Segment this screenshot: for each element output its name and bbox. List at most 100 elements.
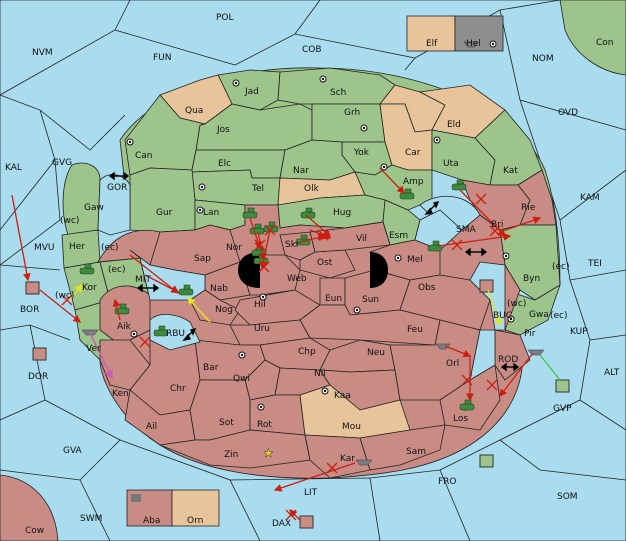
label-ovd: OVD — [558, 108, 578, 118]
label-kal: KAL — [5, 163, 22, 173]
region-sam[interactable] — [359, 424, 446, 471]
label-hil: Hil — [254, 300, 266, 310]
label-lit: LIT — [304, 488, 318, 498]
label-her: Her — [69, 242, 85, 252]
label-ec4: (ec) — [550, 311, 568, 321]
label-wc1: (wc) — [60, 216, 79, 226]
label-nab: Nab — [210, 284, 228, 294]
label-gaw: Gaw — [84, 203, 104, 213]
label-mit: MIT — [135, 275, 151, 285]
label-fun: FUN — [153, 53, 172, 63]
label-ken: Ken — [112, 389, 129, 399]
label-feu: Feu — [407, 325, 423, 335]
region-labels: POL NVM FUN COB NOM Elf Hel Con OVD KAL … — [5, 13, 620, 536]
label-qwi: Qwi — [233, 374, 250, 384]
label-kat: Kat — [503, 166, 518, 176]
label-vil: Vil — [356, 234, 367, 244]
label-esm: Esm — [389, 231, 408, 241]
label-nog: Nog — [215, 305, 233, 315]
label-chr: Chr — [170, 384, 186, 394]
label-mou: Mou — [342, 422, 361, 432]
fleet-icon — [355, 459, 373, 466]
region-aba[interactable] — [126, 489, 173, 527]
label-hel: Hel — [466, 39, 481, 49]
label-olk: Olk — [304, 184, 320, 194]
label-ail: Ail — [146, 422, 157, 432]
fleet-icon — [81, 329, 99, 336]
region-orn[interactable] — [171, 489, 220, 527]
fleet-icon — [463, 41, 479, 48]
label-cow: Cow — [25, 526, 44, 536]
sea-rbu[interactable] — [149, 313, 201, 351]
label-som: SOM — [557, 492, 578, 502]
label-mel: Mel — [407, 255, 423, 265]
label-byn: Byn — [523, 274, 540, 284]
label-orn: Orn — [187, 516, 203, 526]
label-pol: POL — [216, 13, 234, 23]
label-ver: Ver — [86, 344, 101, 354]
label-rod: ROD — [498, 355, 518, 365]
label-yok: Yok — [353, 148, 370, 158]
label-tel: Tel — [251, 184, 264, 194]
label-nom: NOM — [532, 54, 554, 64]
label-ec3: (ec) — [108, 265, 126, 275]
region-gur[interactable] — [129, 167, 196, 233]
sea-sma[interactable] — [414, 209, 463, 251]
label-elf: Elf — [426, 39, 438, 49]
tank-icon — [451, 179, 467, 191]
fleet-icon — [527, 349, 545, 356]
label-nil: Nil — [314, 369, 326, 379]
label-dax: DAX — [272, 519, 291, 529]
label-cob: COB — [302, 45, 322, 55]
failed-order-marks — [61, 193, 501, 521]
label-gor: GOR — [107, 183, 127, 193]
label-uru: Uru — [254, 324, 270, 334]
label-gva: GVA — [63, 446, 83, 456]
label-elc: Elc — [218, 159, 231, 169]
label-grh: Grh — [344, 108, 360, 118]
channel-east — [370, 252, 388, 288]
label-gvg: GVG — [52, 158, 72, 168]
label-nor: Nor — [226, 243, 242, 253]
sea-rod[interactable] — [469, 329, 496, 381]
label-buc: BUC — [493, 311, 512, 321]
label-eld: Eld — [447, 120, 461, 130]
label-dor: DOR — [28, 372, 48, 382]
fleet-icon — [435, 343, 451, 350]
region-elf[interactable] — [406, 15, 456, 52]
label-sot: Sot — [219, 418, 234, 428]
label-obs: Obs — [418, 283, 436, 293]
tank-icon — [79, 263, 95, 275]
label-qua: Qua — [185, 106, 203, 116]
passage-arrows — [108, 171, 520, 372]
supply-centers — [126, 40, 515, 411]
label-gur: Gur — [156, 208, 173, 218]
label-kam: KAM — [580, 193, 600, 203]
label-sma: SMA — [456, 225, 476, 235]
label-uta: Uta — [443, 159, 459, 169]
tank-icon — [300, 207, 316, 219]
label-can: Can — [135, 151, 153, 161]
label-ec1: (ec) — [101, 243, 119, 253]
label-ec2: (ec) — [552, 262, 570, 272]
label-zin: Zin — [224, 450, 238, 460]
region-con[interactable] — [559, 0, 626, 76]
label-orl: Orl — [446, 359, 459, 369]
label-ost: Ost — [317, 258, 333, 268]
label-rbu: RBU — [166, 329, 185, 339]
support-orders — [69, 283, 502, 327]
label-rot: Rot — [257, 420, 272, 430]
label-aik: Aik — [117, 322, 132, 332]
label-kor: Kor — [82, 283, 97, 293]
region-kar[interactable] — [304, 434, 371, 479]
capital-star-icon: ★ — [263, 446, 274, 460]
tank-icon — [153, 325, 169, 337]
label-aba: Aba — [143, 516, 160, 526]
label-car: Car — [405, 148, 421, 158]
tank-icon — [399, 188, 415, 200]
region-sot[interactable] — [189, 379, 251, 441]
label-lan: Lan — [203, 208, 219, 218]
label-con: Con — [596, 38, 614, 48]
